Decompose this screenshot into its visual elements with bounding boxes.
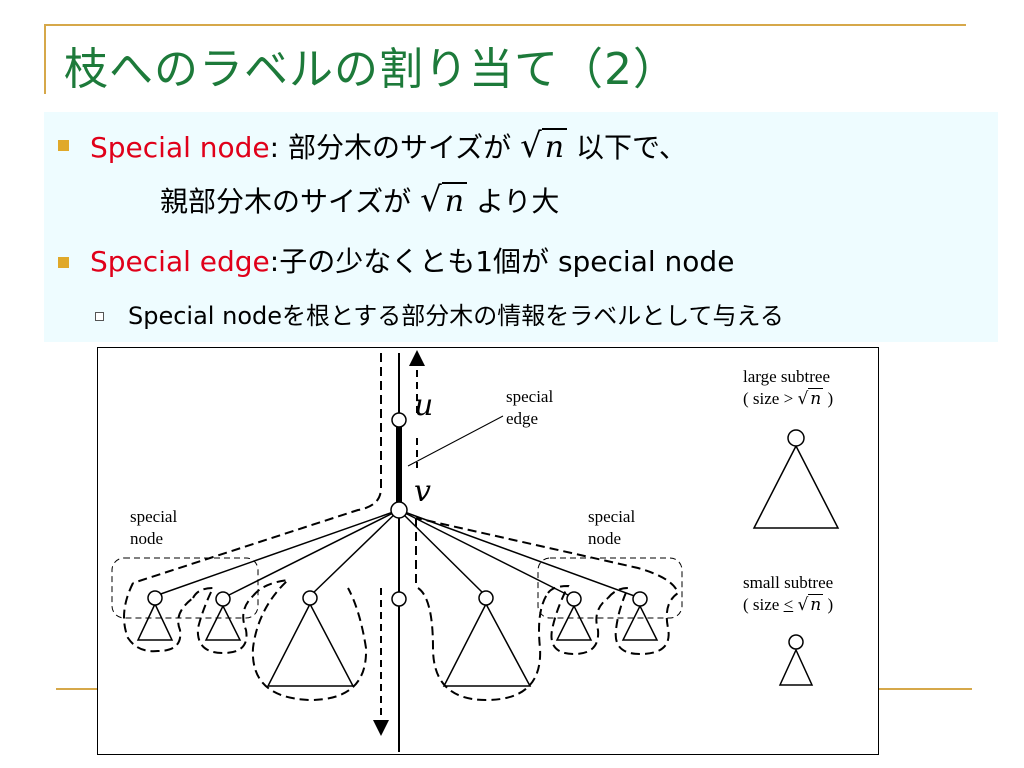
- special-edge-label: special edge: [506, 386, 553, 430]
- term-special-edge: Special edge: [90, 245, 270, 278]
- label-u: u: [414, 388, 434, 423]
- euler-tour-contours: [123, 517, 680, 702]
- tree-diagram: u v special edge special node special no…: [97, 347, 879, 755]
- special-node-right-line2: node: [588, 529, 622, 548]
- special-node-box-left: [111, 557, 259, 619]
- bullet-marker-2: [58, 257, 69, 268]
- special-node-right-line1: special: [588, 507, 636, 526]
- special-node-left-line2: node: [130, 529, 164, 548]
- term-special-node: Special node: [90, 131, 270, 164]
- sqrt-n-var: n: [541, 128, 568, 165]
- special-node-label-left: special node: [130, 506, 177, 550]
- small-subtree-size-prefix: ( size: [743, 595, 780, 614]
- bullet-2-text: 子の少なくとも1個が special node: [279, 245, 735, 278]
- sqrt-n-2: √n: [420, 180, 468, 220]
- bullet-1: Special node: 部分木のサイズが √n 以下で、: [90, 126, 687, 166]
- sqrt-n-var: n: [441, 182, 468, 219]
- large-subtree-size-prefix: ( size >: [743, 389, 794, 408]
- subtree-triangles: [136, 602, 659, 687]
- bullet-2: Special edge:子の少なくとも1個が special node: [90, 240, 734, 280]
- label-v: v: [414, 474, 431, 509]
- special-edge-leader: [407, 415, 504, 467]
- frame-left-line: [44, 24, 46, 94]
- large-subtree-size: ( size > √n ): [743, 388, 833, 410]
- large-subtree-title: large subtree: [743, 367, 831, 386]
- small-subtree-le: <: [783, 595, 794, 614]
- bullet-marker-1: [58, 140, 69, 151]
- bullet-1-continuation: 親部分木のサイズが √n より大: [160, 180, 559, 220]
- bullet-panel: [44, 112, 998, 342]
- special-edge-label-line1: special: [506, 387, 554, 406]
- tree-diagram-svg: [111, 350, 840, 752]
- bullet-1-text: 部分木のサイズが: [279, 131, 512, 164]
- large-subtree-label: large subtree ( size > √n ): [743, 366, 833, 410]
- small-subtree-size: ( size < √n ): [743, 594, 833, 616]
- large-subtree-size-close: ): [827, 389, 834, 408]
- sub-bullet-text: Special nodeを根とする部分木の情報をラベルとして与える: [128, 302, 784, 330]
- special-node-label-right: special node: [588, 506, 635, 550]
- sqrt-n-1: √n: [520, 126, 568, 166]
- bullet-1-text-after: 以下で、: [567, 131, 687, 164]
- special-edge-label-line2: edge: [506, 409, 539, 428]
- sub-bullet-marker: [95, 312, 104, 321]
- tree-nodes: [147, 412, 648, 607]
- tree-edges: [154, 509, 641, 599]
- euler-tour-top-left: [132, 353, 382, 584]
- special-node-left-line1: special: [130, 507, 178, 526]
- small-subtree-size-close: ): [827, 595, 834, 614]
- large-subtree-sqrt-n: n: [808, 388, 824, 409]
- small-subtree-sqrt-n: n: [808, 594, 824, 615]
- sqrt-sign: √: [420, 180, 442, 220]
- frame-top-line: [44, 24, 966, 26]
- special-node-box-right: [537, 557, 683, 619]
- bullet-1-colon: :: [269, 131, 280, 164]
- small-subtree-label: small subtree ( size < √n ): [743, 572, 833, 616]
- small-subtree-sqrt: √n: [797, 594, 824, 615]
- bullet-1-cont-after: より大: [467, 185, 560, 218]
- sub-bullet: Special nodeを根とする部分木の情報をラベルとして与える: [128, 296, 784, 331]
- sqrt-sign: √: [520, 126, 542, 166]
- large-subtree-sqrt: √n: [797, 388, 824, 409]
- bullet-1-cont-text: 親部分木のサイズが: [160, 185, 412, 218]
- legend-shapes: [752, 429, 840, 686]
- bullet-2-colon: :: [269, 245, 280, 278]
- slide-title: 枝へのラベルの割り当て（2）: [64, 44, 678, 95]
- small-subtree-title: small subtree: [743, 573, 834, 592]
